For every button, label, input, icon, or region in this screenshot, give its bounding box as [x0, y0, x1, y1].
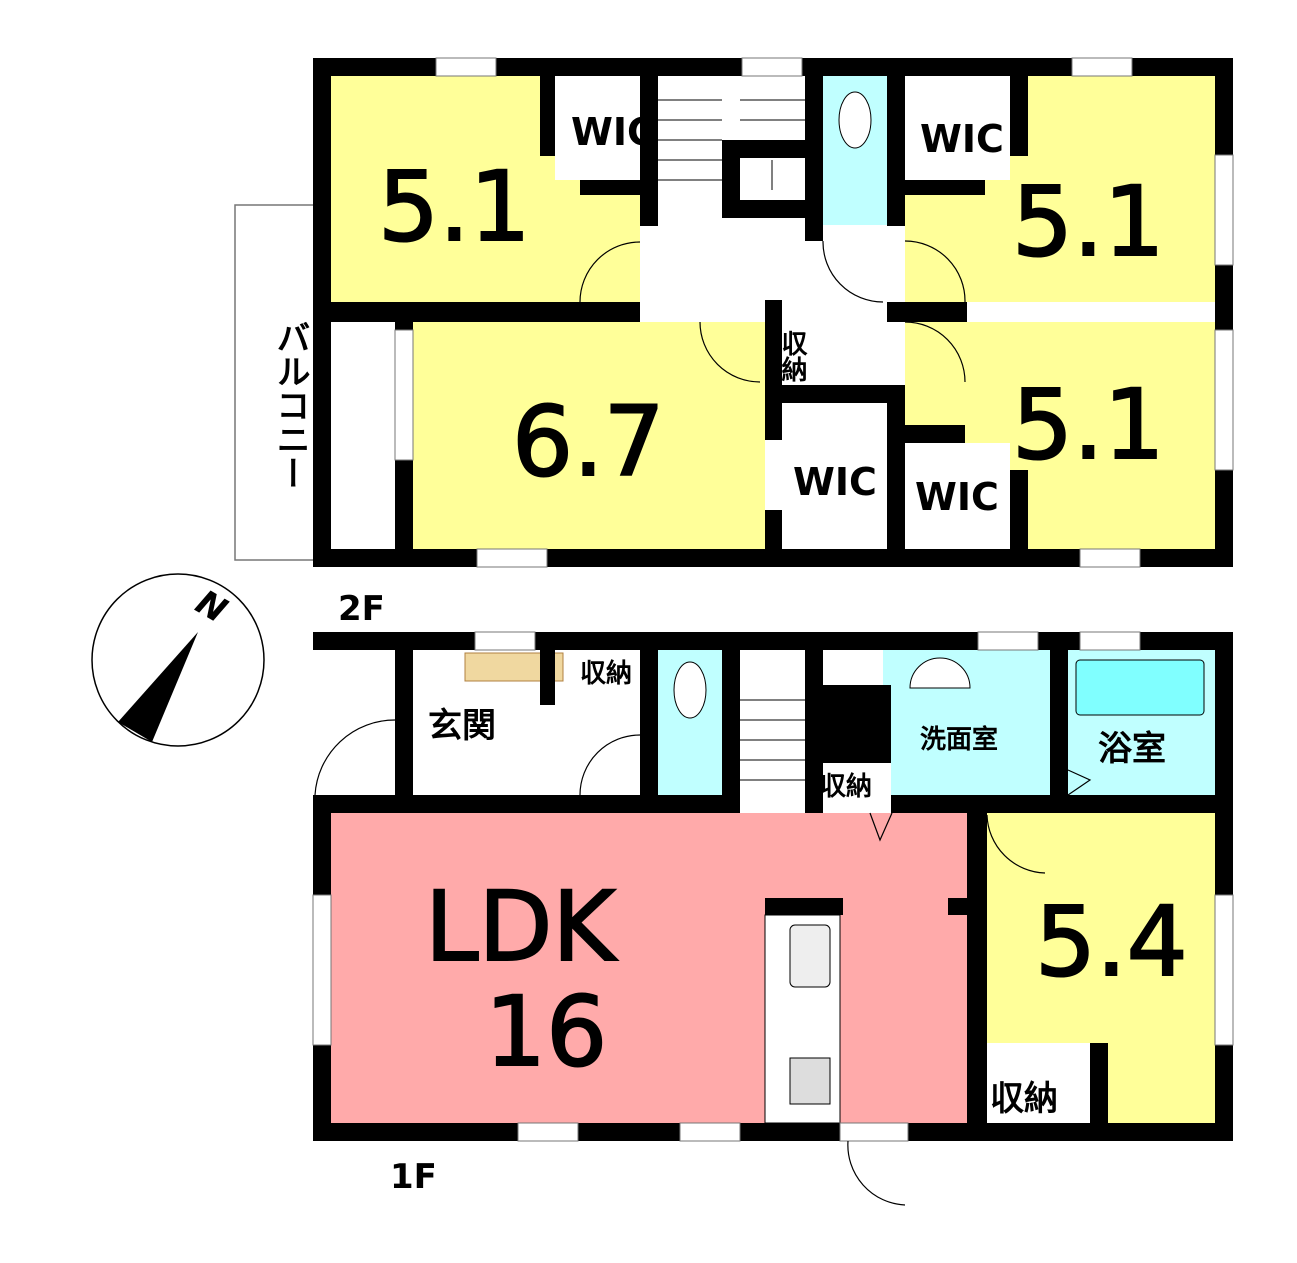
- stairs-1f: [740, 650, 805, 813]
- toilet-icon: [673, 661, 707, 719]
- room-2f-center-size: 6.7: [512, 386, 665, 498]
- stove-icon: [789, 1057, 831, 1105]
- ldk-size: 16: [485, 976, 607, 1088]
- ldk-label: LDK: [425, 871, 617, 983]
- floor-2f: 5.1 5.1 6.7 5.1 WIC WIC WIC WIC 収納 バルコニー…: [234, 57, 1234, 629]
- floor-1f: LDK 16 5.4 玄関 収納 収納 収納 洗面室 浴室 1F: [312, 631, 1234, 1206]
- floor-2f-label: 2F: [338, 589, 385, 629]
- wic-ne: WIC: [920, 117, 1004, 161]
- sink-icon: [789, 924, 831, 988]
- bathroom-label: 浴室: [1098, 729, 1166, 769]
- room-2f-nw-size: 5.1: [378, 151, 531, 263]
- basin-icon: [909, 657, 971, 689]
- storage-room: 収納: [990, 1079, 1058, 1119]
- storage-2f: 収納: [777, 330, 807, 382]
- toilet-icon: [838, 91, 872, 149]
- stairs-2f: [658, 99, 805, 190]
- wic-nw: WIC: [571, 110, 655, 154]
- washroom-label: 洗面室: [920, 724, 998, 755]
- room-2f-ne-size: 5.1: [1012, 166, 1165, 278]
- storage-hall: 収納: [820, 771, 872, 802]
- ldk: [331, 813, 967, 1123]
- room-2f-se-size: 5.1: [1012, 369, 1165, 481]
- compass: N: [91, 573, 265, 747]
- room-2f-center: [413, 322, 765, 549]
- bathtub-icon: [1075, 659, 1205, 716]
- room-1f-east-size: 5.4: [1035, 886, 1188, 998]
- entrance-label: 玄関: [428, 706, 496, 746]
- storage-entrance: 収納: [580, 658, 632, 689]
- floor-1f-label: 1F: [390, 1157, 437, 1197]
- wic-se: WIC: [915, 475, 999, 519]
- wic-center: WIC: [793, 460, 877, 504]
- north-arrow-icon: [118, 632, 198, 742]
- balcony-label: バルコニー: [270, 320, 310, 490]
